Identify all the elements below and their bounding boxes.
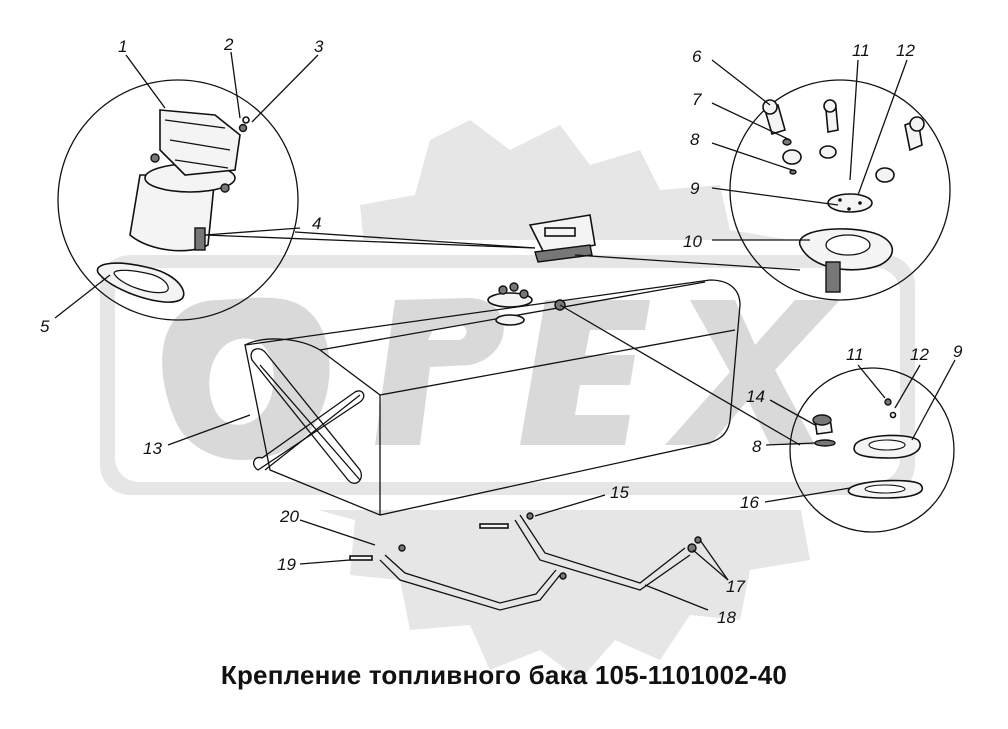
callout-2: 2 xyxy=(223,35,234,54)
filler-fitting xyxy=(528,214,596,263)
callout-12-bottom: 12 xyxy=(910,345,929,364)
callout-13: 13 xyxy=(143,439,162,458)
callout-11-top: 11 xyxy=(852,41,870,60)
callout-1: 1 xyxy=(118,37,127,56)
callout-16: 16 xyxy=(740,493,759,512)
callout-9-bottom: 9 xyxy=(953,342,963,361)
sender-fitting xyxy=(487,282,566,326)
callout-19: 19 xyxy=(277,555,296,574)
callout-8-bottom: 8 xyxy=(752,437,762,456)
callout-20: 20 xyxy=(279,507,299,526)
callout-3: 3 xyxy=(314,37,324,56)
callout-5: 5 xyxy=(40,317,50,336)
diagram-caption: Крепление топливного бака 105-1101002-40 xyxy=(220,660,788,690)
detail-circle-fuel-sender xyxy=(57,79,299,321)
callout-17: 17 xyxy=(726,577,745,596)
detail-circle-drain-plug xyxy=(789,367,955,533)
callout-15: 15 xyxy=(610,483,629,502)
fuel-tank-body xyxy=(244,279,741,516)
callout-14: 14 xyxy=(746,387,765,406)
leader-lines xyxy=(54,51,956,611)
callout-11-bottom: 11 xyxy=(846,345,864,364)
callout-9-top: 9 xyxy=(690,179,700,198)
callout-8-top: 8 xyxy=(690,130,700,149)
callout-6: 6 xyxy=(692,47,702,66)
mounting-straps xyxy=(349,512,702,611)
callout-4: 4 xyxy=(312,214,321,233)
callout-12-top: 12 xyxy=(896,41,915,60)
detail-circle-filler-neck xyxy=(729,79,951,301)
callout-18: 18 xyxy=(717,608,736,627)
callout-labels: 1 2 3 4 5 6 7 8 9 10 11 12 11 12 9 14 8 … xyxy=(40,35,963,627)
callout-10: 10 xyxy=(683,232,702,251)
watermark-logo xyxy=(162,297,840,460)
callout-7: 7 xyxy=(692,90,702,109)
